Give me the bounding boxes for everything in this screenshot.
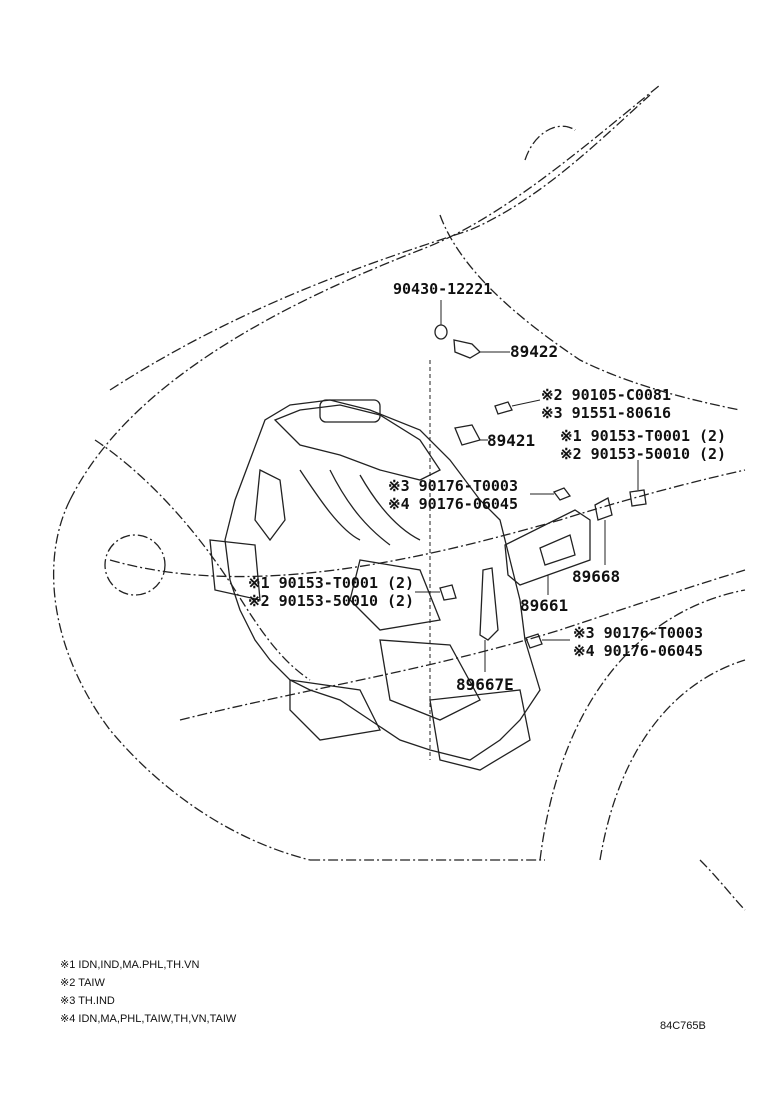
valve-cover (319, 399, 381, 423)
nut-lower-icon (525, 633, 543, 649)
label-89667e: 89667E (456, 675, 514, 694)
rocker-line (699, 859, 746, 911)
cylinder-head (273, 404, 441, 481)
label-89421: 89421 (487, 431, 536, 450)
label-bracket-bolt-b: ※2 90153-50010 (2) (248, 592, 415, 610)
label-90105-c0081: ※2 90105-C0081 (541, 386, 671, 404)
sensor-89422-icon (453, 339, 482, 359)
oil-pan (289, 679, 381, 741)
fender-line (109, 469, 746, 578)
engine-detail-2 (209, 539, 261, 601)
footnote-1: ※1 IDN,IND,MA.PHL,TH.VN (60, 959, 200, 971)
intake-manifold (299, 469, 421, 546)
lower-body-line (179, 569, 746, 721)
sensor-89421-icon (454, 424, 481, 446)
front-bumper-outline (52, 499, 311, 861)
gasket-90430-icon (434, 324, 448, 340)
bolt-bracket-icon (439, 584, 457, 601)
engine-detail-4 (379, 639, 481, 721)
footnote-3: ※3 TH.IND (60, 995, 115, 1007)
label-89668: 89668 (572, 567, 621, 586)
grille-outline (94, 439, 311, 681)
bracket-89668-icon (594, 497, 613, 521)
footnote-4: ※4 IDN,MA,PHL,TAIW,TH,VN,TAIW (60, 1013, 237, 1025)
bracket-89667e-icon (479, 567, 499, 641)
engine-block (224, 399, 541, 761)
ecu-connector-detail (539, 534, 576, 566)
ecu-89661-icon (504, 509, 591, 586)
leader-89421-bolt (511, 399, 541, 407)
label-89661: 89661 (520, 596, 569, 615)
footnote-2: ※2 TAIW (60, 977, 105, 989)
wheel-arch-outline (539, 589, 746, 861)
label-ecu-nut-a: ※3 90176-T0003 (388, 477, 518, 495)
wheel-arch-inner (599, 659, 746, 861)
label-bracket-bolt-a: ※1 90153-T0001 (2) (248, 574, 415, 592)
bolt-89421-icon (494, 401, 513, 415)
transmission (429, 689, 531, 771)
headlamp-outline (104, 534, 166, 596)
engine-detail-3 (349, 559, 441, 631)
hood-inner-outline (109, 94, 651, 391)
label-89422: 89422 (510, 342, 559, 361)
label-91551-80616: ※3 91551-80616 (541, 404, 671, 422)
label-lower-nut-a: ※3 90176-T0003 (573, 624, 703, 642)
nut-ecu-icon (552, 487, 572, 501)
label-90430-12221: 90430-12221 (393, 280, 493, 298)
bolt-upper-right-icon (629, 489, 647, 507)
label-lower-nut-b: ※4 90176-06045 (573, 642, 703, 660)
diagram-code: 84C765B (660, 1020, 706, 1032)
engine-detail-1 (254, 468, 286, 542)
label-ecu-bolt-b: ※2 90153-50010 (2) (560, 445, 727, 463)
label-ecu-bolt-a: ※1 90153-T0001 (2) (560, 427, 727, 445)
label-ecu-nut-b: ※4 90176-06045 (388, 495, 518, 513)
windshield-outline (439, 214, 741, 411)
cowl-bump (524, 125, 576, 161)
